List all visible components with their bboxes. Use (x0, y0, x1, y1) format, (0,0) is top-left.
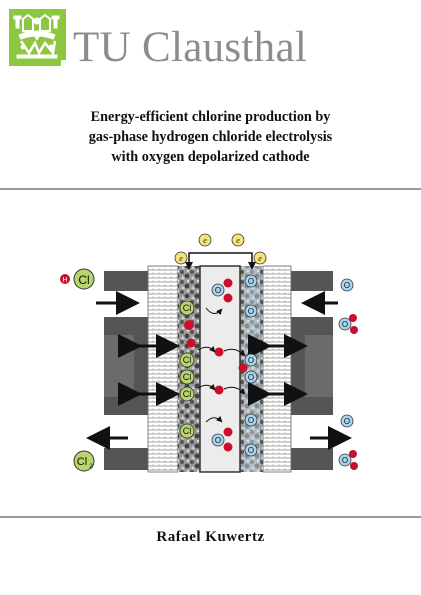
proton-icons (197, 278, 246, 452)
cl-atom-label: Cl (183, 303, 192, 313)
logo-text: TU Clausthal (73, 24, 308, 71)
o-atom-label: O (342, 320, 348, 329)
divider-top (0, 188, 421, 190)
flow-field-plates (104, 271, 333, 470)
cl-label: Cl (78, 273, 89, 287)
cl2-subscript: 2 (89, 464, 93, 470)
title-line-1: Energy-efficient chlorine production by (90, 109, 331, 125)
electron-label: e (179, 254, 183, 263)
author-name: Rafael Kuwertz (156, 529, 265, 545)
o-atom-label: O (248, 446, 254, 455)
o-atom-icons: O O O O O O O O (211, 274, 258, 457)
electron-label: e (203, 236, 207, 245)
o-atom-label: O (215, 436, 221, 445)
title-line-2: gas-phase hydrogen chloride electrolysis (88, 129, 333, 145)
o-atom-label: O (248, 373, 254, 382)
title: Energy-efficient chlorine production by … (0, 107, 421, 167)
gdl-anode (147, 265, 179, 473)
cl2-label: Cl (77, 456, 87, 468)
o-atom-label: O (344, 281, 350, 290)
o-atom-label: O (248, 356, 254, 365)
electrolysis-cell-diagram: e e e e H Cl Cl 2 Cl Cl C (60, 233, 358, 473)
gdl-cathode (262, 265, 292, 473)
external-circuit (185, 252, 256, 270)
cl2-molecule-icon: Cl 2 (73, 450, 95, 472)
electron-label: e (236, 236, 240, 245)
title-line-3: with oxygen depolarized cathode (111, 149, 310, 165)
logo-square (61, 60, 67, 66)
cl-atom-label: Cl (183, 372, 192, 382)
tu-clausthal-emblem-icon (13, 13, 60, 59)
o-atom-label: O (342, 456, 348, 465)
o-atom-label: O (344, 417, 350, 426)
flow-arrows (86, 291, 352, 450)
oxygen-water-icons: O O O O (338, 278, 358, 470)
cl-atom-label: Cl (183, 355, 192, 365)
cl-atom-icons: Cl Cl Cl Cl Cl (179, 300, 196, 439)
electron-label: e (258, 254, 262, 263)
o-atom-label: O (215, 286, 221, 295)
cl-atom-label: Cl (183, 426, 192, 436)
logo (9, 9, 66, 66)
h-label: H (62, 277, 67, 284)
o-atom-label: O (248, 307, 254, 316)
electron-icons: e e e e (174, 233, 267, 265)
catalyst-anode (178, 266, 200, 472)
divider-bottom (0, 516, 421, 518)
cl-atom-label: Cl (183, 389, 192, 399)
hcl-molecule-icon: H Cl (60, 268, 95, 290)
o-atom-label: O (248, 416, 254, 425)
o-atom-label: O (248, 277, 254, 286)
